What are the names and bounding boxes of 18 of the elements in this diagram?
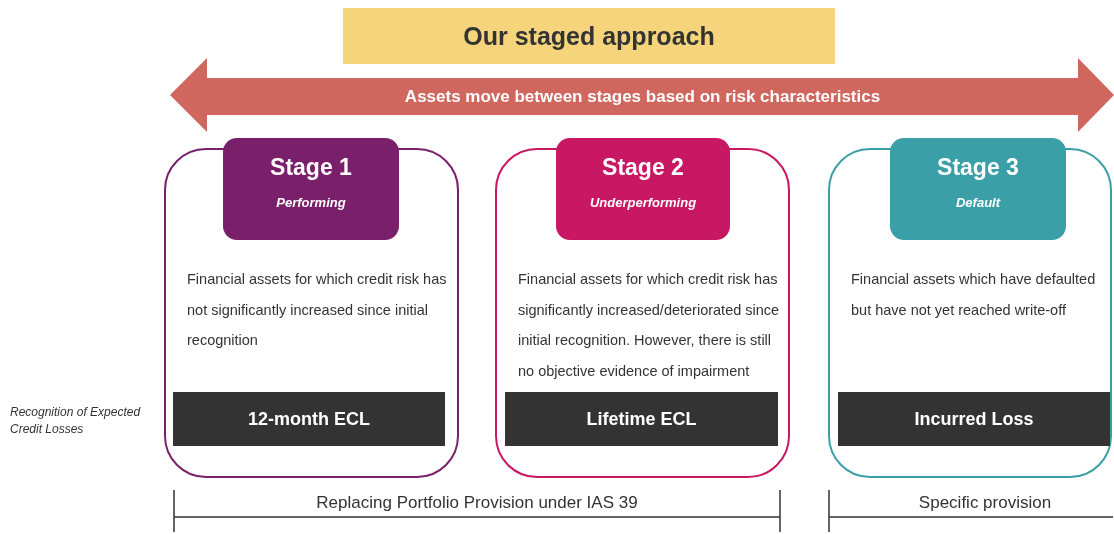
stage-subtitle: Default bbox=[954, 195, 1002, 210]
stage-header bbox=[223, 138, 399, 240]
ecl-bar: Lifetime ECL bbox=[505, 392, 778, 446]
ecl-bar: Incurred Loss bbox=[838, 392, 1110, 446]
stage-title: Stage 1 bbox=[269, 154, 353, 181]
title-banner: Our staged approach bbox=[343, 8, 835, 64]
stage-header bbox=[890, 138, 1066, 240]
stage-title: Stage 2 bbox=[601, 154, 685, 181]
stage-subtitle: Performing bbox=[275, 195, 347, 210]
stage-description: Financial assets for which credit risk has not significantly increased since initial recognition bbox=[187, 270, 448, 350]
arrow-label: Assets move between stages based on risk characteristics bbox=[403, 85, 882, 108]
stage-header bbox=[556, 138, 730, 240]
stage-description: Financial assets which have defaulted but have not yet reached write-off bbox=[851, 270, 1097, 320]
stage-title: Stage 3 bbox=[936, 154, 1020, 181]
ecl-bar: 12-month ECL bbox=[173, 392, 445, 446]
stage-subtitle: Underperforming bbox=[588, 195, 698, 210]
stage-description: Financial assets for which credit risk has significantly increased/deteriorated since initial recognition. However, there is still no objective evidence of impairment bbox=[518, 270, 781, 381]
row-label: Recognition of Expected Credit Losses bbox=[10, 404, 142, 438]
